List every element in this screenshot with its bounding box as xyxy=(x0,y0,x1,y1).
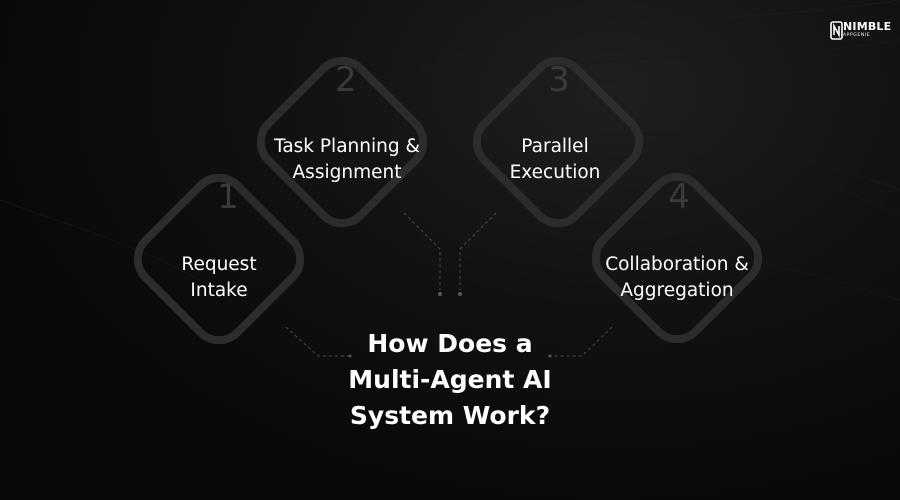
step-1-label: Request Intake xyxy=(181,254,257,301)
logo-text: NIMBLE xyxy=(843,20,892,33)
step-3-label: Parallel Execution xyxy=(509,136,601,183)
step-4-label: Collaboration & Aggregation xyxy=(605,254,749,301)
connector-dot-1 xyxy=(348,354,352,358)
step-4-number: 4 xyxy=(668,177,690,217)
logo-subtext: APPGENIE xyxy=(843,33,871,38)
step-3-diamond xyxy=(472,56,644,228)
connector-dot-4 xyxy=(548,354,552,358)
diagram-title: How Does a Multi-Agent AI System Work? xyxy=(348,329,552,430)
step-3-number: 3 xyxy=(548,60,570,100)
connector-dot-2 xyxy=(438,292,442,296)
step-2-label: Task Planning & Assignment xyxy=(274,136,420,183)
step-1-diamond xyxy=(133,173,305,345)
logo-icon xyxy=(830,21,843,40)
connector-1 xyxy=(285,326,348,357)
step-2-number: 2 xyxy=(335,60,357,100)
connector-dot-3 xyxy=(458,292,462,296)
connector-2 xyxy=(403,212,441,290)
brand-logo: NIMBLE APPGENIE xyxy=(830,20,891,41)
connector-3 xyxy=(459,212,497,290)
connector-4 xyxy=(552,326,613,357)
step-4-diamond xyxy=(591,172,763,344)
step-1-number: 1 xyxy=(217,177,239,217)
step-2-diamond xyxy=(256,56,428,228)
